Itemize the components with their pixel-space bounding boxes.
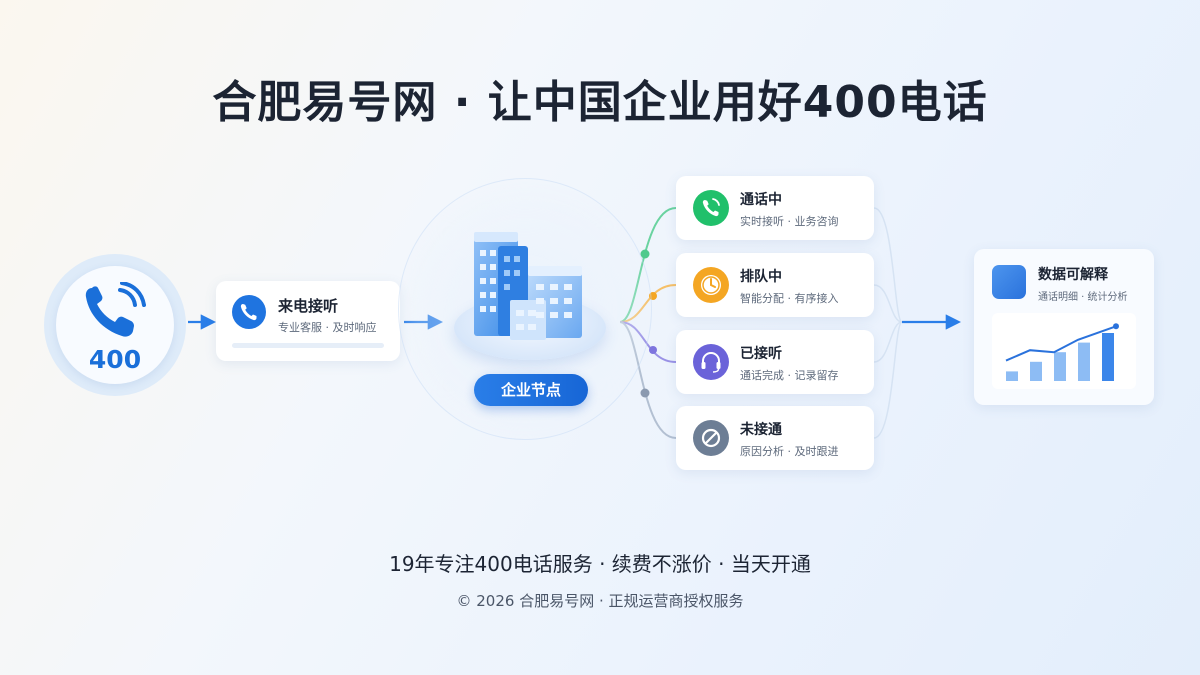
status-card-missed: 未接通 原因分析 · 及时跟进: [676, 406, 874, 470]
mini-chart-bar: [1006, 371, 1018, 381]
branch-dot-1: [640, 249, 650, 259]
merge-line-1: [873, 207, 903, 323]
phone-call-icon: [693, 190, 729, 226]
phone-ringing-icon: [85, 282, 146, 337]
mini-chart-bar: [1054, 352, 1066, 381]
phone-number: 400: [88, 345, 142, 374]
branch-dot-4: [640, 388, 650, 398]
mini-chart-trend-line: [1005, 325, 1117, 362]
status-subtitle: 原因分析 · 及时跟进: [740, 445, 839, 458]
clock-icon: [693, 267, 729, 303]
status-title: 排队中: [740, 269, 782, 285]
status-title: 通话中: [740, 192, 782, 208]
status-subtitle: 智能分配 · 有序接入: [740, 292, 839, 305]
bar-chart-icon: [992, 265, 1103, 388]
mini-chart-bar: [1102, 333, 1114, 381]
status-title: 已接听: [740, 346, 782, 362]
incoming-divider: [232, 343, 384, 348]
status-card-queued: 排队中 智能分配 · 有序接入: [676, 253, 874, 317]
status-subtitle: 通话完成 · 记录留存: [740, 369, 839, 382]
phone-icon: [232, 295, 266, 329]
mini-chart-bar: [1078, 342, 1090, 381]
copyright: © 2026 合肥易号网 · 正规运营商授权服务: [456, 592, 744, 610]
status-title: 未接通: [740, 422, 782, 438]
mini-chart-bar: [1030, 361, 1042, 381]
analytics-card: 数据可解释 通话明细 · 统计分析: [974, 249, 1154, 405]
analytics-subtitle: 通话明细 · 统计分析: [1038, 292, 1128, 303]
status-card-answered: 已接听 通话完成 · 记录留存: [676, 330, 874, 394]
page-title: 合肥易号网 · 让中国企业用好400电话: [212, 77, 988, 128]
branch-dot-3: [649, 346, 657, 354]
merge-line-2: [873, 284, 903, 323]
incoming-call-card: 来电接听 专业客服 · 及时响应: [216, 281, 400, 361]
mini-trend-chart: [1005, 323, 1119, 381]
incoming-subtitle: 专业客服 · 及时响应: [278, 321, 377, 334]
analytics-title: 数据可解释: [1038, 267, 1108, 283]
buildings-icon: [474, 232, 582, 340]
status-card-in-call: 通话中 实时接听 · 业务咨询: [676, 176, 874, 240]
merge-line-4: [873, 321, 903, 439]
status-subtitle: 实时接听 · 业务咨询: [740, 215, 839, 228]
mini-chart-trend-point: [1113, 323, 1119, 330]
headset-icon: [693, 344, 729, 380]
incoming-title: 来电接听: [278, 297, 339, 315]
blocked-icon: [693, 420, 729, 456]
node-label: 企业节点: [474, 374, 588, 406]
tagline: 19年专注400电话服务 · 续费不涨价 · 当天开通: [389, 552, 811, 576]
merge-line-3: [873, 321, 903, 363]
